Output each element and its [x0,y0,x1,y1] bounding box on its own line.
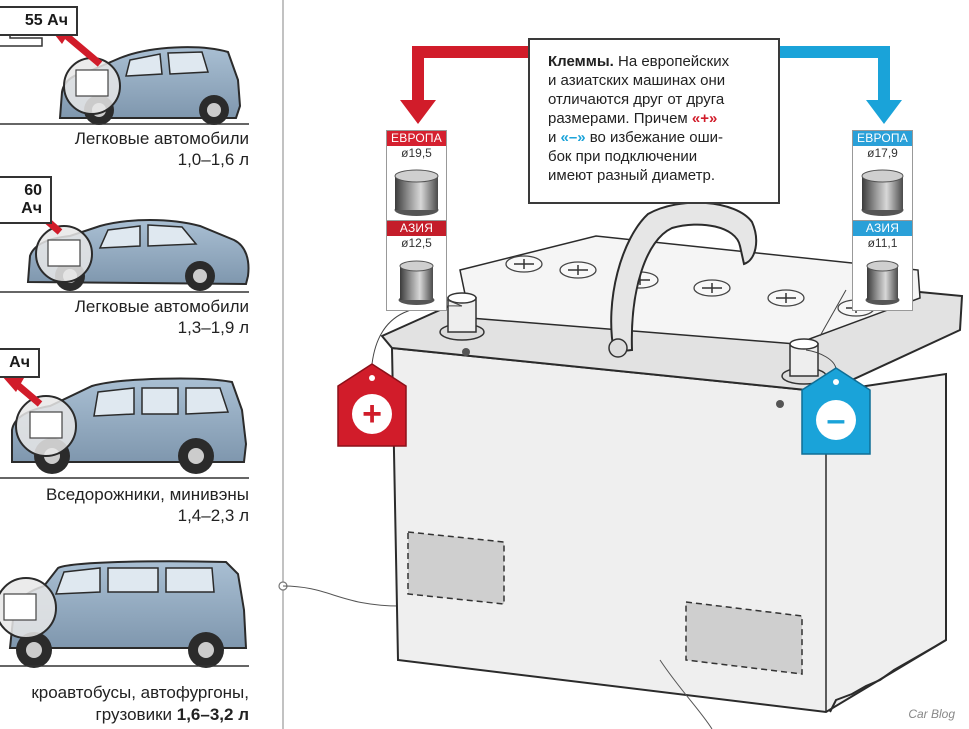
capacity-label: 55 Ач [24,12,68,29]
engine-volume: 1,6–3,2 л [176,705,249,724]
car-caption-2: Легковые автомобили 1,3–1,9 л [0,296,249,340]
capacity-badge: 55 Ач [0,6,78,36]
engine-volume: 1,4–2,3 л [177,506,249,525]
negative-terminal-asia: АЗИЯ ø11,1 [852,220,913,311]
region-label: ЕВРОПА [853,131,912,146]
callout-text: На европейских [613,53,730,70]
diameter-label: ø19,5 [401,146,432,160]
terminal-post-icon [387,250,446,310]
car-type: кроавтобусы, автофургоны, [31,683,249,702]
negative-terminal-europe: ЕВРОПА ø17,9 [852,130,913,221]
minus-tag [801,367,871,455]
red-arrow [400,46,528,124]
car-caption-1: Легковые автомобили 1,0–1,6 л [0,128,249,172]
car-type-line2: грузовики 1,6–3,2 л [95,705,249,724]
diameter-label: ø12,5 [401,236,432,250]
callout-text: размерами. Причем [548,110,692,127]
callout-title: Клеммы. [548,53,614,70]
plus-tag-cord [371,305,463,365]
callout-text: и азиатских машинах они [548,72,726,89]
region-label: ЕВРОПА [387,131,446,146]
car-caption-4: кроавтобусы, автофургоны, грузовики 1,6–… [0,682,249,726]
car-van [0,560,249,668]
callout-text: имеют разный диаметр. [548,167,716,184]
car-suv [0,376,249,479]
callout-text: во избежание оши- [585,129,724,146]
diameter-label: ø17,9 [867,146,898,160]
terminal-post-icon [853,160,912,220]
plus-symbol: + [362,395,382,433]
terminal-post-icon [853,250,912,310]
battery-positive-post [439,292,485,356]
minus-mark: «–» [560,129,586,146]
region-label: АЗИЯ [387,221,446,236]
capacity-badge: 60 Ач [0,176,52,224]
car-type: Вседорожники, минивэны [45,485,249,504]
watermark: Car Blog [908,707,955,721]
engine-volume: 1,3–1,9 л [177,318,249,337]
capacity-label: Ач [9,354,30,371]
callout-text: и [548,129,561,146]
car-caption-3: Вседорожники, минивэны 1,4–2,3 л [0,484,249,528]
plus-tag [337,363,407,447]
engine-volume: 1,0–1,6 л [177,150,249,169]
minus-symbol: – [826,401,846,439]
plus-mark: «+» [691,110,718,127]
diameter-label: ø11,1 [867,236,898,250]
car-type: Легковые автомобили [74,129,249,148]
blue-arrow [780,46,902,124]
terminals-callout: Клеммы. На европейских и азиатских машин… [528,38,780,204]
region-label: АЗИЯ [853,221,912,236]
terminal-post-icon [387,160,446,220]
callout-text: бок при подключении [548,148,698,165]
callout-text: отличаются друг от друга [548,91,725,108]
car-type: Легковые автомобили [74,297,249,316]
capacity-label: 60 Ач [21,182,42,217]
car-hatchback [0,26,249,125]
positive-terminal-europe: ЕВРОПА ø19,5 [386,130,447,221]
capacity-badge: Ач [0,348,40,378]
positive-terminal-asia: АЗИЯ ø12,5 [386,220,447,311]
battery-negative-post [776,338,827,408]
